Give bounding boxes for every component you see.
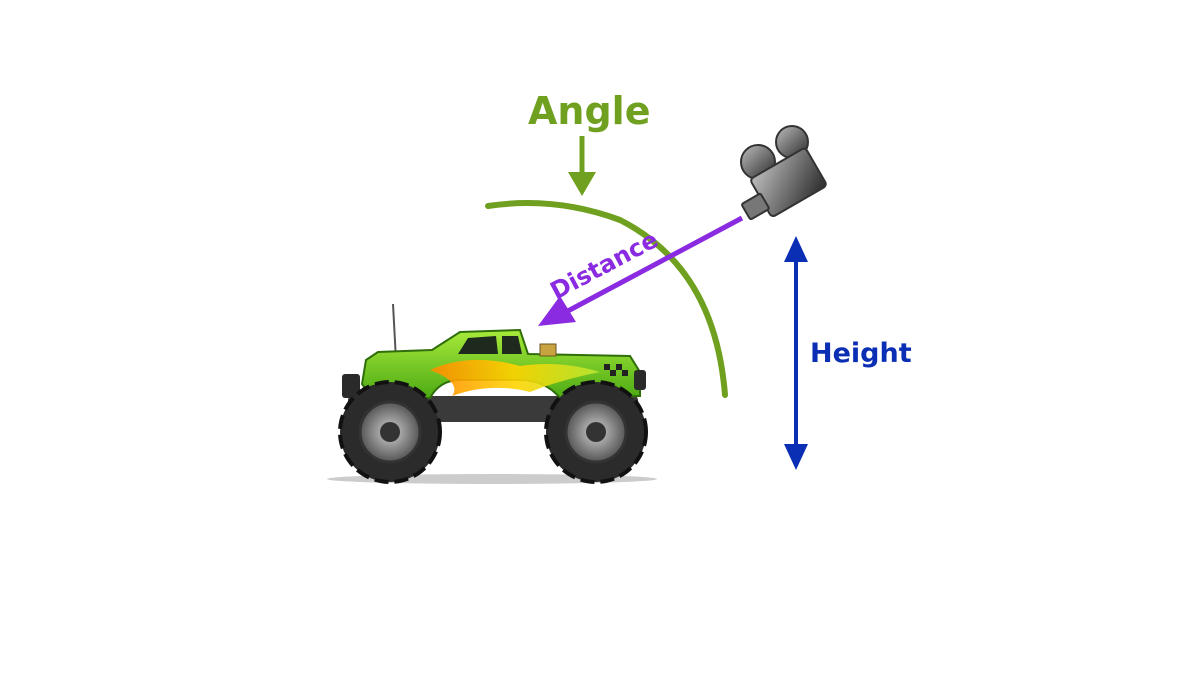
monster-truck-icon bbox=[327, 303, 657, 484]
truck-engine-blower bbox=[539, 343, 557, 357]
truck-front-wheel bbox=[338, 380, 442, 484]
distance-arrow-shaft bbox=[564, 215, 744, 315]
truck-window-front bbox=[458, 336, 498, 354]
truck-rear-bumper bbox=[634, 370, 646, 390]
height-indicator: Height bbox=[784, 236, 912, 470]
angle-arrow-head bbox=[568, 172, 596, 196]
truck-rear-wheel bbox=[544, 380, 648, 484]
truck-front-bumper bbox=[342, 374, 360, 398]
distance-arrow-head bbox=[538, 296, 576, 326]
angle-indicator: Angle bbox=[485, 89, 728, 398]
truck-checker-decal bbox=[604, 364, 628, 376]
truck-flame-decal bbox=[430, 359, 600, 396]
height-label: Height bbox=[810, 338, 912, 369]
camera-lens bbox=[741, 192, 770, 221]
angle-arc bbox=[485, 200, 728, 398]
height-arrow-head-up bbox=[784, 236, 808, 262]
angle-label: Angle bbox=[528, 89, 650, 133]
truck-window-side bbox=[502, 336, 522, 354]
movie-camera-icon bbox=[740, 125, 827, 221]
height-arrow-head-down bbox=[784, 444, 808, 470]
distance-indicator: Distance bbox=[538, 215, 744, 326]
